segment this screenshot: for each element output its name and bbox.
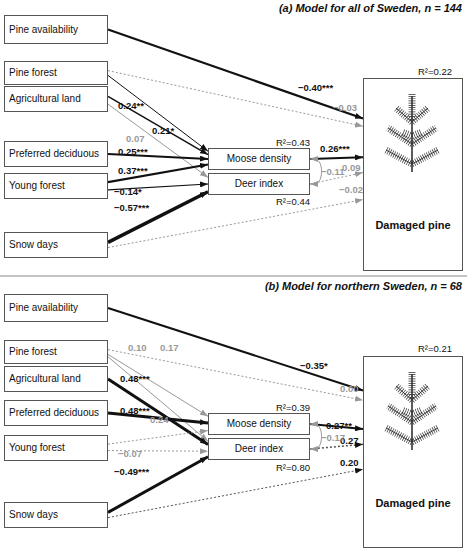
variable-label: Damaged pine bbox=[375, 219, 450, 231]
variable-box: Preferred deciduous bbox=[4, 400, 108, 426]
path-arrow bbox=[108, 192, 208, 243]
variable-box: Agricultural land bbox=[4, 366, 108, 392]
panel-divider bbox=[0, 276, 467, 277]
r-squared: R²=0.43 bbox=[276, 137, 310, 148]
variable-label: Agricultural land bbox=[9, 373, 81, 385]
variable-box: Pine availability bbox=[4, 15, 108, 44]
path-arrow bbox=[108, 379, 208, 445]
variable-label: Snow days bbox=[9, 239, 58, 251]
pine-illustration bbox=[386, 94, 438, 172]
path-arrow bbox=[310, 159, 322, 184]
path-coefficient: −0.17 bbox=[321, 432, 345, 443]
variable-label: Deer index bbox=[235, 178, 283, 190]
path-coefficient: 0.20 bbox=[340, 457, 359, 468]
path-coefficient: −0.14* bbox=[114, 186, 142, 197]
variable-label: Agricultural land bbox=[9, 93, 81, 105]
path-arrow bbox=[108, 431, 208, 445]
r-squared: R²=0.22 bbox=[418, 66, 452, 77]
path-coefficient: 0.17 bbox=[160, 342, 179, 353]
path-coefficient: 0.25*** bbox=[118, 146, 148, 157]
path-arrow bbox=[108, 30, 363, 119]
variable-label: Pine availability bbox=[9, 302, 78, 314]
panel-title: (b) Model for northern Sweden, n = 68 bbox=[265, 281, 462, 292]
path-coefficient: −0.49*** bbox=[114, 466, 149, 477]
path-coefficient: 0.10 bbox=[128, 342, 147, 353]
variable-label: Preferred deciduous bbox=[9, 407, 99, 419]
path-coefficient: 0.21* bbox=[152, 125, 174, 136]
panel-title: (a) Model for all of Sweden, n = 144 bbox=[279, 3, 462, 14]
path-arrow bbox=[310, 424, 322, 449]
variable-label: Damaged pine bbox=[375, 497, 450, 509]
variable-label: Deer index bbox=[235, 443, 283, 455]
path-coefficient: −0.35* bbox=[300, 360, 328, 371]
r-squared: R²=0.44 bbox=[276, 196, 310, 207]
variable-label: Pine availability bbox=[9, 24, 78, 36]
path-arrow bbox=[310, 157, 363, 159]
path-coefficient: 0.48*** bbox=[120, 405, 150, 416]
path-coefficient: 0.00 bbox=[340, 383, 359, 394]
path-coefficient: 0.07 bbox=[126, 133, 145, 144]
path-coefficient: −0.11 bbox=[321, 166, 345, 177]
path-arrow bbox=[108, 200, 363, 248]
path-coefficient: 0.24** bbox=[118, 100, 144, 111]
path-arrow bbox=[108, 354, 208, 416]
variable-box: Deer index bbox=[208, 438, 310, 460]
variable-label: Snow days bbox=[9, 509, 58, 521]
variable-label: Preferred deciduous bbox=[9, 148, 99, 160]
variable-label: Young forest bbox=[9, 180, 65, 192]
r-squared: R²=0.80 bbox=[276, 462, 310, 473]
variable-box: Agricultural land bbox=[4, 86, 108, 112]
path-coefficient: −0.02 bbox=[339, 184, 363, 195]
path-arrow bbox=[108, 457, 208, 513]
variable-box: Moose density bbox=[208, 413, 310, 435]
path-coefficient: −0.40*** bbox=[298, 82, 333, 93]
variable-box: Moose density bbox=[208, 148, 310, 170]
r-squared: R²=0.21 bbox=[418, 343, 452, 354]
variable-box: Pine forest bbox=[4, 340, 108, 364]
path-coefficient: −0.03 bbox=[333, 102, 357, 113]
path-coefficient: −0.07 bbox=[118, 448, 142, 459]
variable-label: Moose density bbox=[227, 153, 291, 165]
variable-box: Snow days bbox=[4, 502, 108, 528]
variable-label: Young forest bbox=[9, 442, 65, 454]
pine-illustration bbox=[386, 372, 438, 450]
variable-label: Pine forest bbox=[9, 67, 57, 79]
variable-box: Young forest bbox=[4, 435, 108, 461]
path-coefficient: 0.48*** bbox=[120, 373, 150, 384]
variable-box: Deer index bbox=[208, 173, 310, 195]
path-coefficient: 0.09 bbox=[342, 162, 361, 173]
variable-box: Preferred deciduous bbox=[4, 141, 108, 167]
path-arrow bbox=[108, 350, 363, 401]
variable-box: Pine availability bbox=[4, 294, 108, 322]
path-arrow bbox=[108, 308, 363, 391]
path-arrow bbox=[108, 357, 208, 442]
variable-box: Pine forest bbox=[4, 61, 108, 85]
path-coefficient: 0.37*** bbox=[118, 165, 148, 176]
path-coefficient: 0.27** bbox=[326, 420, 352, 431]
variable-label: Moose density bbox=[227, 418, 291, 430]
r-squared: R²=0.39 bbox=[276, 402, 310, 413]
path-arrow bbox=[108, 75, 208, 151]
outcome-box: Damaged pine bbox=[363, 356, 463, 548]
variable-label: Pine forest bbox=[9, 346, 57, 358]
path-arrow bbox=[108, 96, 208, 154]
path-coefficient: −0.57*** bbox=[114, 202, 149, 213]
path-coefficient: 0.26*** bbox=[320, 143, 350, 154]
path-coefficient: 0.24 bbox=[150, 414, 169, 425]
variable-box: Young forest bbox=[4, 173, 108, 199]
path-arrow bbox=[108, 165, 208, 183]
variable-box: Snow days bbox=[4, 232, 108, 258]
outcome-box: Damaged pine bbox=[363, 78, 463, 271]
